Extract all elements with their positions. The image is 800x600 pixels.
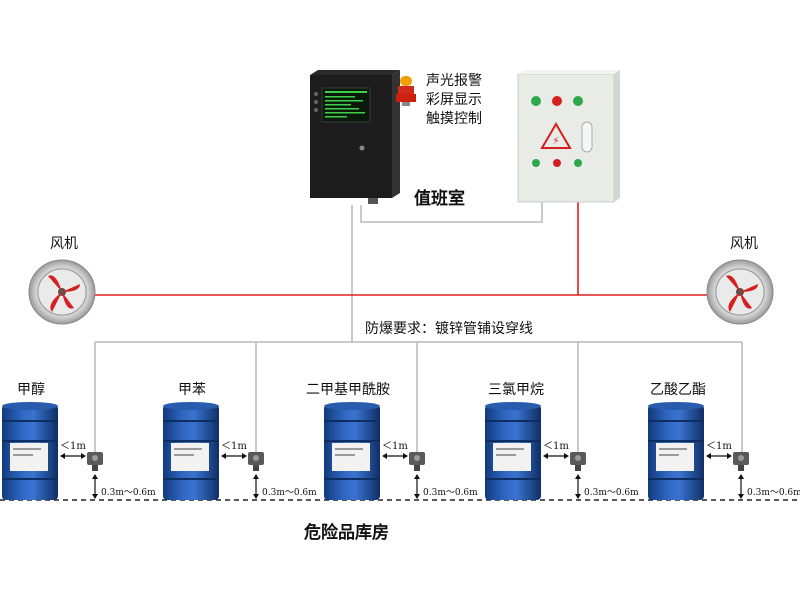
height-arrow xyxy=(253,474,259,499)
chemical-name-4: 三氯甲烷 xyxy=(488,382,544,398)
chemical-name-1: 甲醇 xyxy=(17,382,45,398)
distance-label-4: ＜1m xyxy=(543,441,569,452)
distance-arrow xyxy=(543,453,569,459)
station-2 xyxy=(163,402,264,500)
gas-detector-icon xyxy=(87,452,103,471)
chemical-name-2: 甲苯 xyxy=(178,382,206,398)
height-arrow xyxy=(575,474,581,499)
drum-icon xyxy=(163,402,219,500)
gas-alarm-controller xyxy=(310,70,400,204)
fan-control-box: ⚡ xyxy=(517,70,620,203)
fan-left-icon xyxy=(28,259,96,325)
drum-icon xyxy=(648,402,704,500)
gas-detector-icon xyxy=(733,452,749,471)
svg-text:⚡: ⚡ xyxy=(552,136,559,147)
alarm-feature-3: 触摸控制 xyxy=(426,111,482,127)
gas-detector-icon xyxy=(248,452,264,471)
duty-room-title: 值班室 xyxy=(414,189,465,209)
fan-right-label: 风机 xyxy=(730,236,758,252)
distance-label-1: ＜1m xyxy=(60,441,86,452)
height-label-1: 0.3m～0.6m xyxy=(101,488,156,498)
gas-detector-icon xyxy=(570,452,586,471)
chemical-name-5: 乙酸乙酯 xyxy=(650,382,706,398)
fan-left-label: 风机 xyxy=(50,236,78,252)
height-label-3: 0.3m～0.6m xyxy=(423,488,478,498)
station-1 xyxy=(2,402,103,500)
drum-icon xyxy=(324,402,380,500)
gas-detector-icon xyxy=(409,452,425,471)
drum-icon xyxy=(485,402,541,500)
distance-label-5: ＜1m xyxy=(706,441,732,452)
height-arrow xyxy=(92,474,98,499)
wiring-note: 防爆要求：镀锌管铺设穿线 xyxy=(365,321,533,337)
alarm-features: 声光报警 彩屏显示 触摸控制 xyxy=(426,72,482,129)
height-arrow xyxy=(414,474,420,499)
station-4 xyxy=(485,402,586,500)
height-label-5: 0.3m～0.6m xyxy=(747,488,800,498)
height-label-2: 0.3m～0.6m xyxy=(262,488,317,498)
distance-arrow xyxy=(706,453,732,459)
distance-arrow xyxy=(221,453,247,459)
chemical-stations xyxy=(2,402,749,500)
station-3 xyxy=(324,402,425,500)
distance-arrow xyxy=(382,453,408,459)
alarm-feature-1: 声光报警 xyxy=(426,73,482,89)
distance-arrow xyxy=(60,453,86,459)
warehouse-title: 危险品库房 xyxy=(304,523,389,543)
fan-power-wiring xyxy=(80,200,740,296)
alarm-feature-2: 彩屏显示 xyxy=(426,92,482,108)
height-label-4: 0.3m～0.6m xyxy=(584,488,639,498)
drum-icon xyxy=(2,402,58,500)
distance-label-3: ＜1m xyxy=(382,441,408,452)
signal-wiring xyxy=(94,195,743,455)
chemical-name-3: 二甲基甲酰胺 xyxy=(306,382,390,398)
fan-right-icon xyxy=(706,259,774,325)
height-arrow xyxy=(738,474,744,499)
station-5 xyxy=(648,402,749,500)
alarm-beacon-icon xyxy=(396,76,416,106)
distance-label-2: ＜1m xyxy=(221,441,247,452)
